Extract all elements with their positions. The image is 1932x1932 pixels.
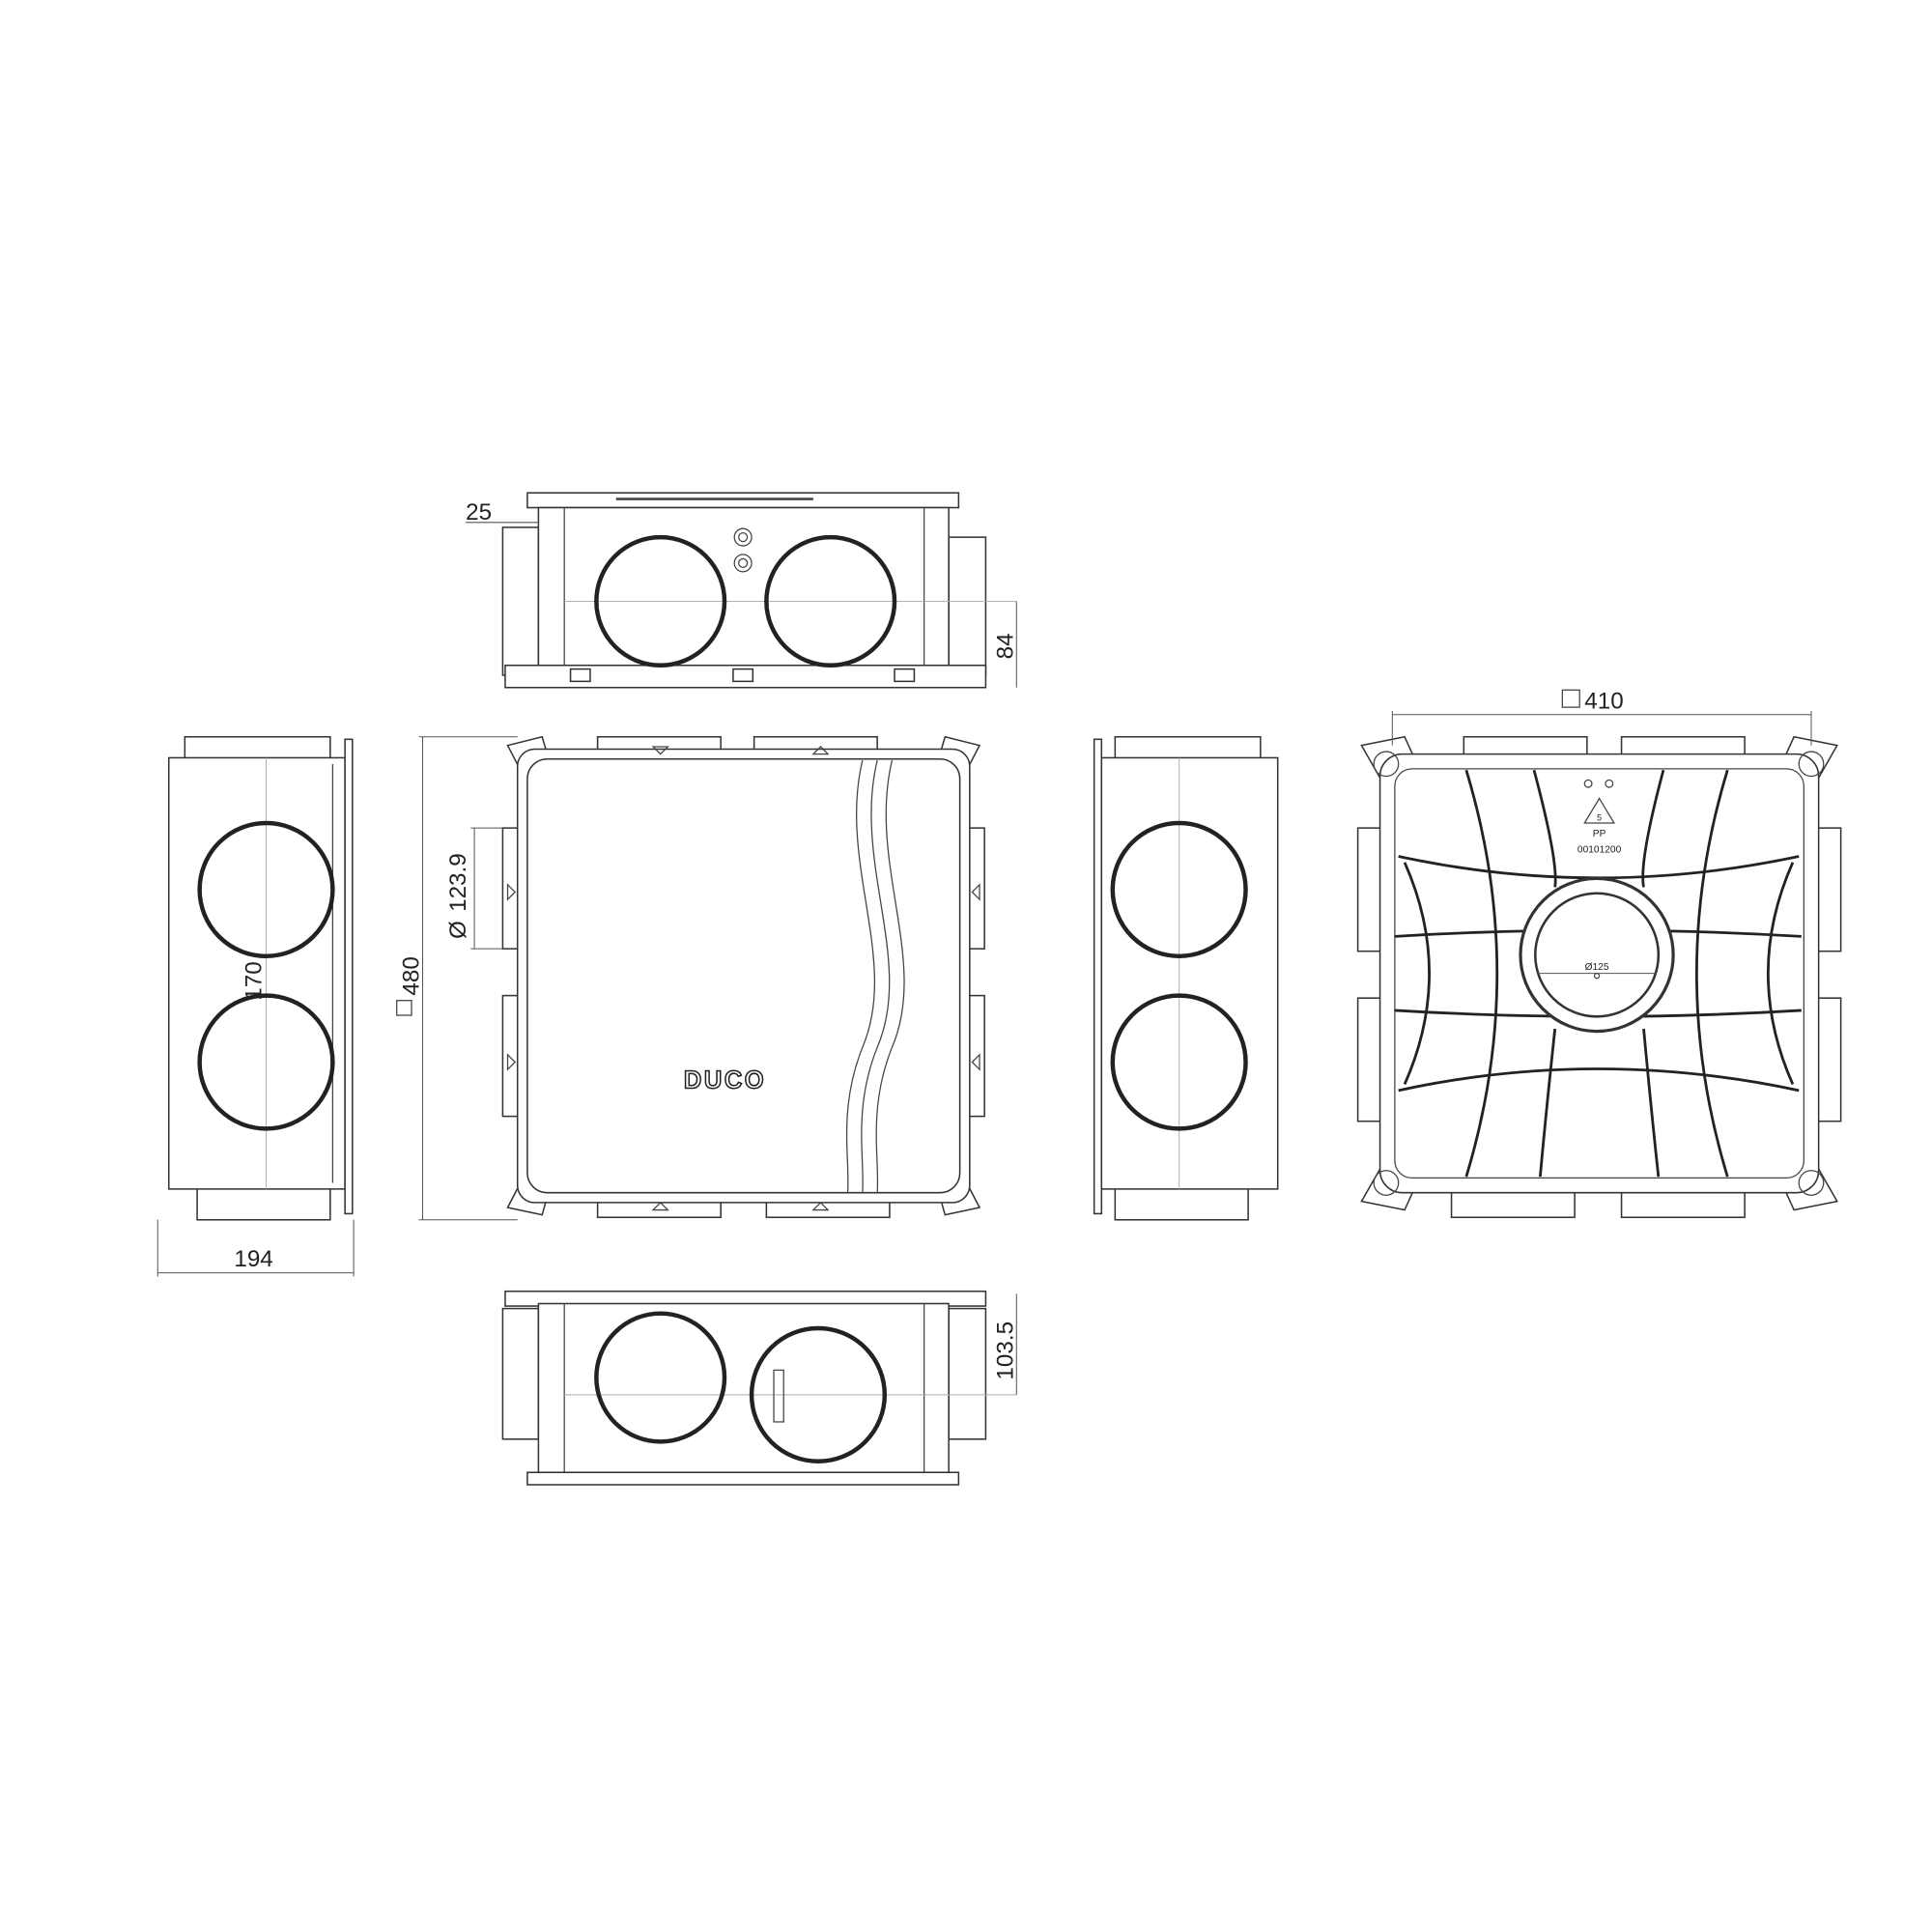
front-view: DUCO 480 Ø 123.9 <box>396 735 985 1221</box>
duct-port <box>197 993 335 1131</box>
top-view: 25 84 <box>466 492 1018 689</box>
brand-logo: DUCO <box>684 1066 766 1094</box>
duct-port <box>1110 993 1248 1131</box>
duct-port <box>764 534 897 668</box>
right-spigot <box>948 536 987 676</box>
center-port-label: Ø125 <box>1585 962 1609 973</box>
left-spigot <box>501 526 540 676</box>
flow-arrows <box>506 746 980 1211</box>
duct-port <box>594 534 727 668</box>
dim-flange: 25 <box>466 499 492 526</box>
rear-view: Ø125 5 PP 00101200 410 <box>1356 688 1842 1218</box>
square-symbol-icon <box>1561 689 1580 708</box>
dim-overall: 480 <box>399 956 425 995</box>
recycle-icon <box>1583 797 1616 824</box>
dim-bottom-height: 103.5 <box>992 1321 1018 1380</box>
part-code: 00101200 <box>1577 845 1622 856</box>
right-side-view <box>1093 735 1279 1221</box>
square-symbol-icon <box>396 1000 412 1016</box>
dim-rear-size: 410 <box>1584 688 1623 714</box>
duct-port <box>197 820 335 959</box>
bottom-view: 103.5 <box>501 1290 1018 1486</box>
diameter-symbol: Ø <box>445 921 471 939</box>
duct-port <box>749 1325 888 1463</box>
material-label: PP <box>1593 829 1606 839</box>
dim-depth: 194 <box>234 1246 272 1272</box>
recycle-code: 5 <box>1597 812 1602 822</box>
left-side-view: 170 194 <box>156 735 355 1277</box>
duct-port <box>594 1311 727 1444</box>
dim-spacing: 170 <box>241 961 267 1000</box>
dim-port-diameter: 123.9 <box>445 853 471 912</box>
dim-top-height: 84 <box>992 633 1018 659</box>
duct-port <box>1110 820 1248 959</box>
